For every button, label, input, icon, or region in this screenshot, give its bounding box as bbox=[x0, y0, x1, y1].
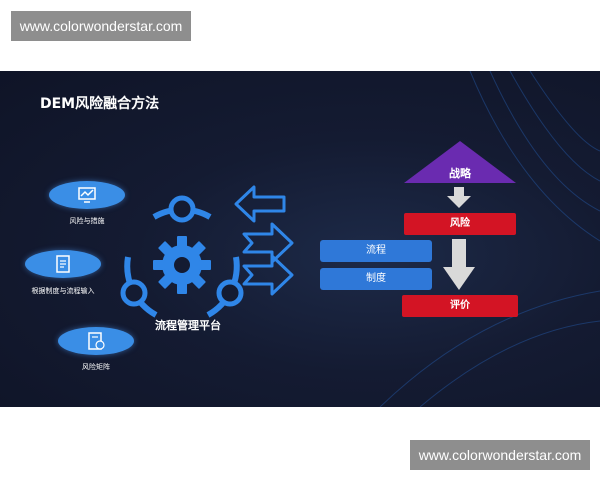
risk-measures-label: 风险与措施 bbox=[69, 217, 105, 225]
diagram-graphics bbox=[120, 71, 600, 407]
decorative-rays bbox=[379, 71, 600, 407]
risk-matrix-pill bbox=[58, 327, 134, 355]
down-arrow-icon-small bbox=[447, 187, 471, 208]
system-box: 制度 bbox=[320, 268, 432, 290]
risk-matrix-label: 风险矩阵 bbox=[82, 363, 110, 371]
left-arrow-icon bbox=[234, 185, 286, 223]
slide-title: DEM风险融合方法 bbox=[40, 96, 160, 112]
cycle-gear-icon bbox=[120, 195, 244, 318]
watermark-bottom: www.colorwonderstar.com bbox=[410, 440, 590, 470]
right-arrow-icon-lower bbox=[242, 254, 294, 296]
evaluation-box: 评价 bbox=[402, 295, 518, 317]
right-arrow-icon-upper bbox=[242, 222, 294, 264]
system-process-label: 根据制度与流程输入 bbox=[31, 287, 95, 295]
document-list-icon bbox=[56, 255, 70, 273]
strategy-label: 战略 bbox=[449, 167, 471, 180]
system-process-pill bbox=[25, 250, 101, 278]
diagram-slide: DEM风险融合方法 bbox=[0, 71, 600, 407]
watermark-top: www.colorwonderstar.com bbox=[11, 11, 191, 41]
document-star-icon bbox=[88, 332, 105, 350]
risk-measures-pill bbox=[49, 181, 125, 209]
risk-box: 风险 bbox=[404, 213, 516, 235]
strategy-triangle bbox=[404, 141, 516, 183]
platform-label: 流程管理平台 bbox=[155, 319, 221, 332]
down-arrow-icon-large bbox=[443, 239, 475, 290]
chart-monitor-icon bbox=[78, 187, 96, 203]
process-box: 流程 bbox=[320, 240, 432, 262]
